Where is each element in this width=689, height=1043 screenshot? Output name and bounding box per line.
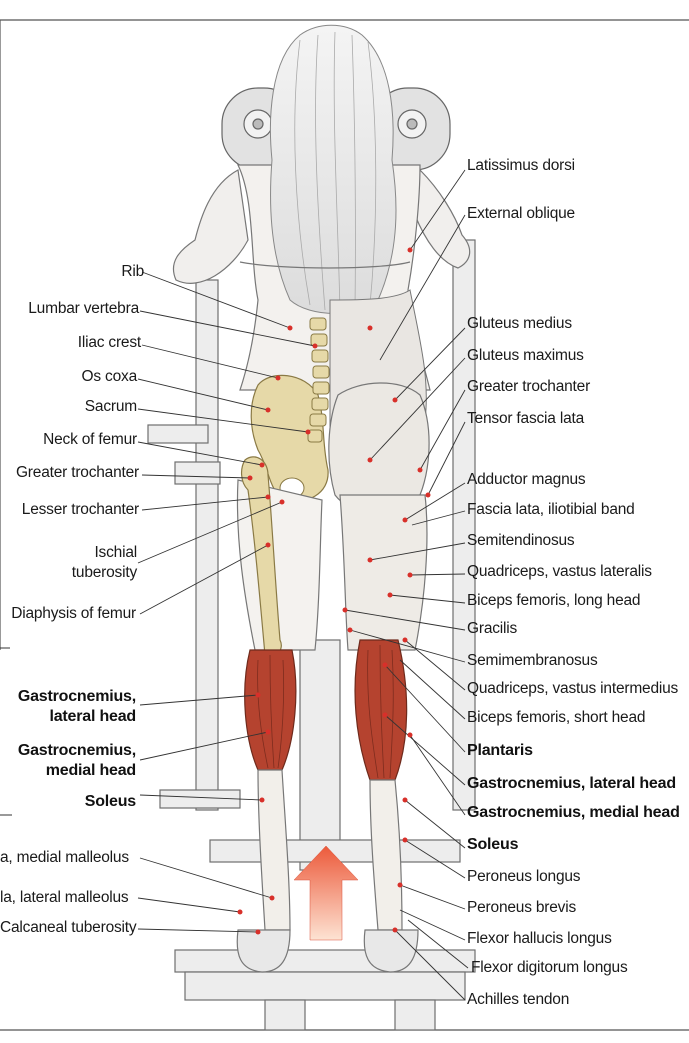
label-gluteus-maximus: Gluteus maximus	[467, 347, 584, 365]
label-semimembranosus: Semimembranosus	[467, 652, 598, 670]
label-gastrocnemius-lateral-left: Gastrocnemius, lateral head	[18, 687, 136, 727]
label-semitendinosus: Semitendinosus	[467, 532, 575, 550]
label-flexor-digitorum-longus: Flexor digitorum longus	[471, 959, 628, 977]
label-iliac-crest: Iliac crest	[78, 334, 141, 352]
left-lower-leg	[258, 770, 290, 930]
label-latissimus-dorsi: Latissimus dorsi	[467, 157, 575, 175]
label-gastrocnemius-medial-right: Gastrocnemius, medial head	[467, 804, 680, 822]
label-achilles-tendon: Achilles tendon	[467, 991, 569, 1009]
label-gracilis: Gracilis	[467, 620, 517, 638]
label-peroneus-longus: Peroneus longus	[467, 868, 580, 886]
hair	[270, 25, 396, 313]
label-fibula-lateral-malleolus: la, lateral malleolus	[0, 889, 128, 907]
label-calcaneal-tuberosity: Calcaneal tuberosity	[0, 919, 136, 937]
label-os-coxa: Os coxa	[82, 368, 137, 386]
label-rib: Rib	[121, 263, 144, 281]
label-quadriceps-vastus-intermedius: Quadriceps, vastus intermedius	[467, 680, 678, 698]
label-tensor-fascia-lata: Tensor fascia lata	[467, 410, 584, 428]
label-biceps-femoris-short-head: Biceps femoris, short head	[467, 709, 645, 727]
right-lower-leg	[370, 780, 402, 930]
label-lumbar-vertebra: Lumbar vertebra	[28, 300, 139, 318]
label-quadriceps-vastus-lateralis: Quadriceps, vastus lateralis	[467, 563, 652, 581]
label-soleus-left: Soleus	[85, 793, 136, 811]
label-plantaris: Plantaris	[467, 742, 533, 760]
label-tibia-medial-malleolus: a, medial malleolus	[0, 849, 129, 867]
label-greater-trochanter-right: Greater trochanter	[467, 378, 590, 396]
label-lesser-trochanter: Lesser trochanter	[22, 501, 139, 519]
label-ischial-tuberosity: Ischial tuberosity	[72, 543, 137, 583]
label-neck-of-femur: Neck of femur	[43, 431, 137, 449]
label-external-oblique: External oblique	[467, 205, 575, 223]
label-gastrocnemius-medial-left: Gastrocnemius, medial head	[18, 741, 136, 781]
gluteus-muscles	[329, 383, 429, 514]
right-thigh	[340, 495, 427, 650]
label-greater-trochanter-left: Greater trochanter	[16, 464, 139, 482]
label-peroneus-brevis: Peroneus brevis	[467, 899, 576, 917]
label-fascia-lata: Fascia lata, iliotibial band	[467, 501, 635, 519]
label-sacrum: Sacrum	[85, 398, 137, 416]
label-gastrocnemius-lateral-right: Gastrocnemius, lateral head	[467, 775, 676, 793]
label-biceps-femoris-long-head: Biceps femoris, long head	[467, 592, 640, 610]
edge-ticks	[0, 648, 12, 815]
label-soleus-right: Soleus	[467, 836, 518, 854]
label-adductor-magnus: Adductor magnus	[467, 471, 586, 489]
label-gluteus-medius: Gluteus medius	[467, 315, 572, 333]
label-flexor-hallucis-longus: Flexor hallucis longus	[467, 930, 612, 948]
label-diaphysis-of-femur: Diaphysis of femur	[11, 605, 136, 623]
